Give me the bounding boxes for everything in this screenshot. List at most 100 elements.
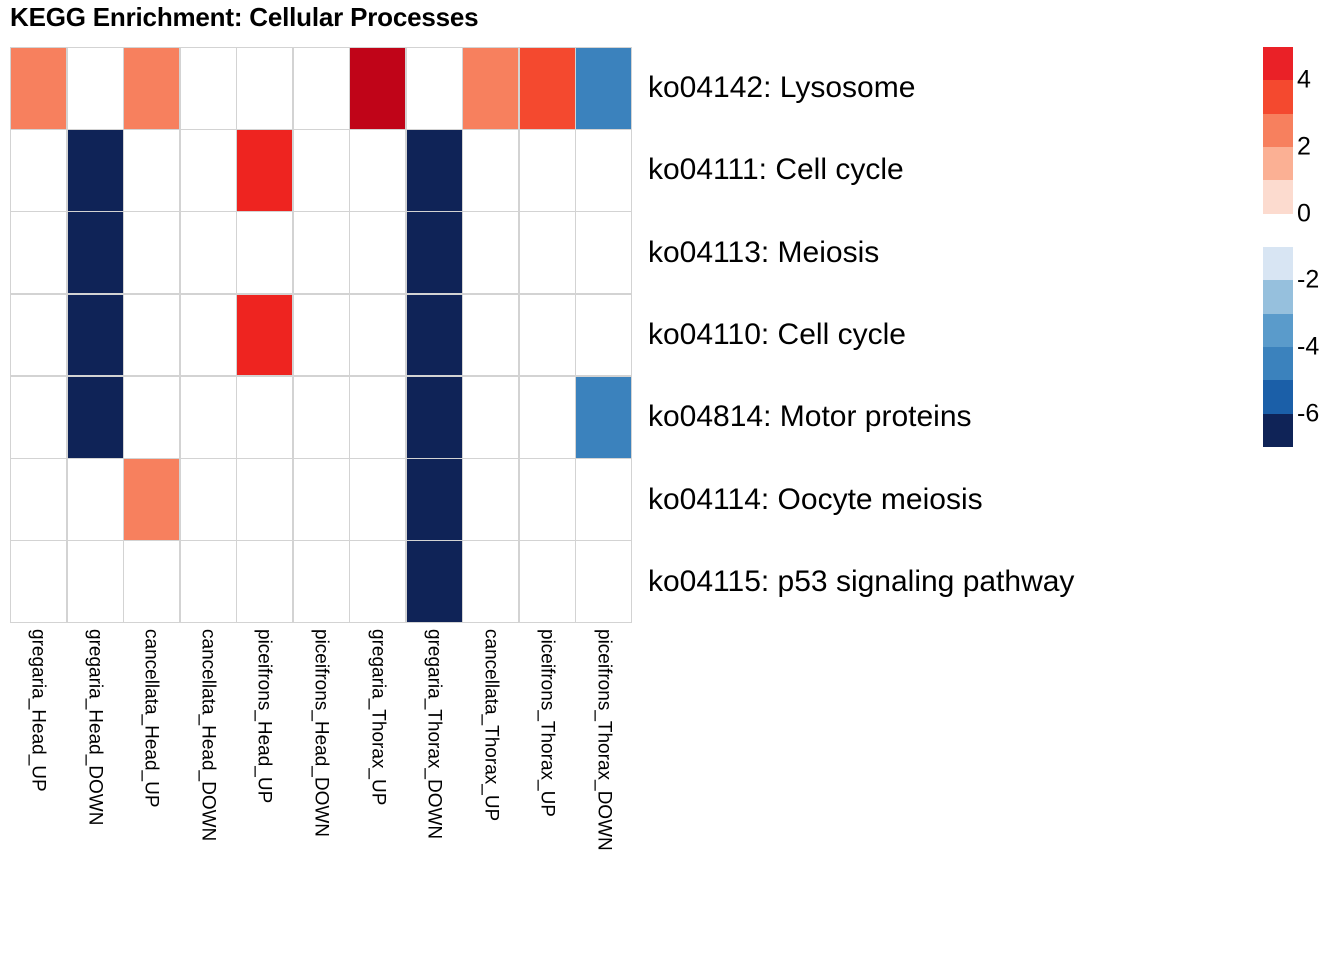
heatmap-cell [463,294,518,376]
page-title: KEGG Enrichment: Cellular Processes [10,2,479,32]
legend-swatch [1263,280,1293,314]
column-label-slot: piceifrons_Head_UP [236,625,293,955]
column-label-slot: piceifrons_Head_DOWN [293,625,350,955]
heatmap-cell [67,541,123,622]
column-label: gregaria_Thorax_DOWN [423,629,445,840]
heatmap-cell [406,376,462,458]
legend-tick-label: -2 [1297,265,1320,294]
heatmap-cell [576,459,631,540]
legend-tick-label: -6 [1297,399,1320,428]
heatmap-cell [519,212,575,294]
heatmap-column-labels: gregaria_Head_UP gregaria_Head_DOWN cancel… [10,625,632,955]
heatmap-grid [10,47,632,623]
heatmap-cell [237,212,292,294]
row-label: ko04142: Lysosome [648,71,916,105]
row-label: ko04115: p53 signaling pathway [648,564,1075,598]
legend-swatch [1263,246,1293,281]
heatmap-row-labels: ko04142: Lysosome ko04111: Cell cycle ko04… [648,47,1268,623]
legend-swatch [1263,313,1293,347]
column-label: piceifrons_Head_UP [253,629,275,804]
heatmap-cell [124,212,179,294]
heatmap-cell [180,130,236,211]
heatmap-cell [519,459,575,540]
heatmap-cell [576,294,631,376]
heatmap-cell [67,212,123,294]
heatmap-cell [124,294,179,376]
heatmap-cell [519,541,575,622]
heatmap-cell [406,48,462,129]
heatmap-cell [180,212,236,294]
legend-tick-label: 4 [1297,65,1311,94]
heatmap-cell [519,376,575,458]
heatmap-cell [519,48,575,129]
heatmap-cell [350,459,405,540]
heatmap-cell [124,541,179,622]
row-label: ko04113: Meiosis [648,235,880,269]
row-label: ko04114: Oocyte meiosis [648,482,983,516]
heatmap-cell [11,294,66,376]
heatmap-cell [237,48,292,129]
column-label: piceifrons_Thorax_DOWN [593,629,615,851]
column-label-slot: gregaria_Thorax_DOWN [406,625,463,955]
heatmap-cell [406,130,462,211]
heatmap-cell [293,294,349,376]
heatmap-cell [293,376,349,458]
heatmap-cell [350,541,405,622]
heatmap-cell [406,459,462,540]
heatmap-cell [180,376,236,458]
heatmap-cell [237,294,292,376]
heatmap-cell [11,130,66,211]
heatmap-cell [180,541,236,622]
legend-swatch [1263,146,1293,181]
heatmap-cell [519,294,575,376]
legend-swatch [1263,47,1293,81]
heatmap-cell [576,48,631,129]
column-label-slot: piceifrons_Thorax_DOWN [575,625,632,955]
row-label: ko04111: Cell cycle [648,153,904,187]
heatmap-cell [576,376,631,458]
heatmap-cell [350,376,405,458]
heatmap-cell [293,212,349,294]
heatmap-cell [406,541,462,622]
legend-tick-label: 2 [1297,132,1311,161]
heatmap-cell [237,459,292,540]
column-label: gregaria_Head_UP [27,629,49,792]
column-label-slot: piceifrons_Thorax_UP [519,625,576,955]
legend-swatch [1263,380,1293,414]
column-label: piceifrons_Thorax_UP [536,629,558,817]
heatmap-cell [350,48,405,129]
legend-swatch [1263,413,1293,447]
heatmap-cell [576,541,631,622]
heatmap-cell [293,130,349,211]
heatmap-cell [11,48,66,129]
colorbar-swatches [1263,47,1293,447]
heatmap-cell [124,48,179,129]
heatmap-cell [293,541,349,622]
heatmap-cell [576,212,631,294]
heatmap-cell [463,48,518,129]
heatmap-cell [180,459,236,540]
column-label-slot: cancellata_Thorax_UP [462,625,519,955]
heatmap-cell [463,130,518,211]
column-label: piceifrons_Head_DOWN [310,629,332,838]
row-label: ko04110: Cell cycle [648,317,906,351]
legend-swatch [1263,180,1293,214]
legend-swatch [1263,113,1293,147]
column-label: gregaria_Head_DOWN [84,629,106,826]
heatmap-cell [180,48,236,129]
heatmap-cell [293,48,349,129]
legend-swatch [1263,213,1293,247]
heatmap-cell [463,541,518,622]
heatmap-cell [67,376,123,458]
heatmap-cell [124,376,179,458]
heatmap-cell [463,212,518,294]
heatmap-cell [11,459,66,540]
column-label-slot: gregaria_Head_UP [10,625,67,955]
heatmap-cell [350,212,405,294]
heatmap-cell [67,459,123,540]
column-label-slot: gregaria_Thorax_UP [349,625,406,955]
heatmap-cell [406,294,462,376]
column-label-slot: cancellata_Head_UP [123,625,180,955]
column-label: cancellata_Head_DOWN [197,629,219,842]
